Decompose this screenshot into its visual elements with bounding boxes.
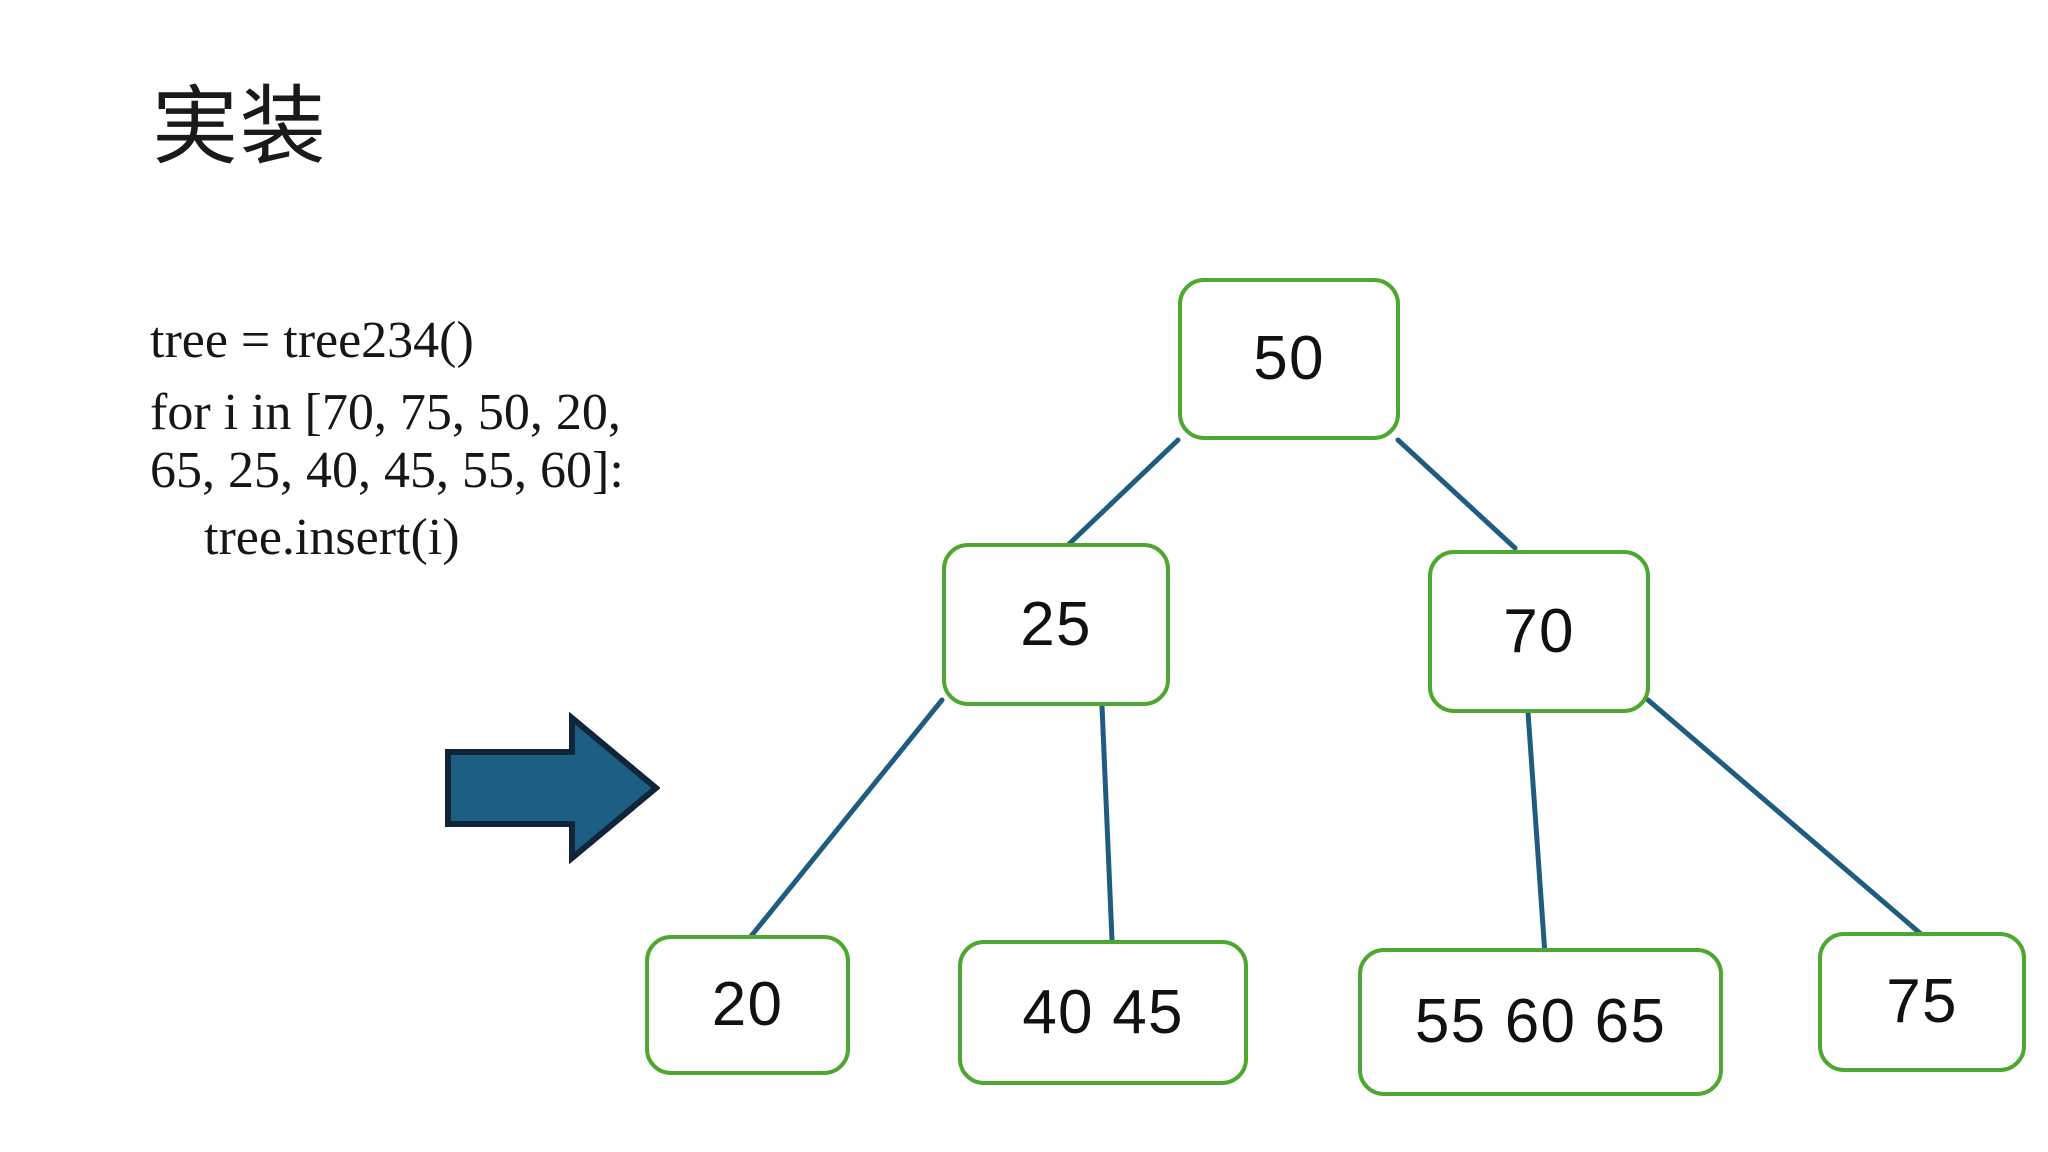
code-line-3: 65, 25, 40, 45, 55, 60]:: [150, 442, 624, 500]
tree-node-label: 25: [1020, 589, 1092, 659]
tree-node-label: 40 45: [1022, 977, 1184, 1047]
tree-node-70[interactable]: 70: [1428, 550, 1650, 713]
code-line-1: tree = tree234(): [150, 312, 474, 369]
edge-25-to-20: [745, 697, 945, 943]
tree-node-label: 50: [1253, 324, 1325, 393]
tree-node-25[interactable]: 25: [942, 543, 1170, 706]
tree-node-55-60-65[interactable]: 55 60 65: [1358, 948, 1723, 1096]
tree-node-label: 75: [1886, 967, 1958, 1036]
edge-root-to-25: [1065, 437, 1181, 548]
page-title: 実装: [152, 77, 328, 177]
tree-node-20[interactable]: 20: [645, 935, 850, 1075]
tree-node-75[interactable]: 75: [1818, 932, 2026, 1072]
right-arrow-icon: [445, 712, 660, 864]
edge-70-to-556065: [1525, 709, 1548, 958]
code-block: tree = tree234() for i in [70, 75, 50, 2…: [150, 312, 790, 567]
code-line-2: for i in [70, 75, 50, 20,: [150, 384, 621, 442]
code-line-4: tree.insert(i): [204, 508, 460, 566]
tree-node-40-45[interactable]: 40 45: [958, 940, 1248, 1085]
tree-node-root[interactable]: 50: [1178, 278, 1400, 440]
edge-root-to-70: [1395, 437, 1518, 551]
edge-70-to-75: [1645, 697, 1931, 943]
tree-node-label: 20: [711, 970, 784, 1039]
tree-node-label: 70: [1503, 596, 1575, 666]
edge-25-to-4045: [1099, 703, 1115, 943]
arrow-shape: [445, 712, 660, 864]
tree-node-label: 55 60 65: [1414, 987, 1667, 1056]
